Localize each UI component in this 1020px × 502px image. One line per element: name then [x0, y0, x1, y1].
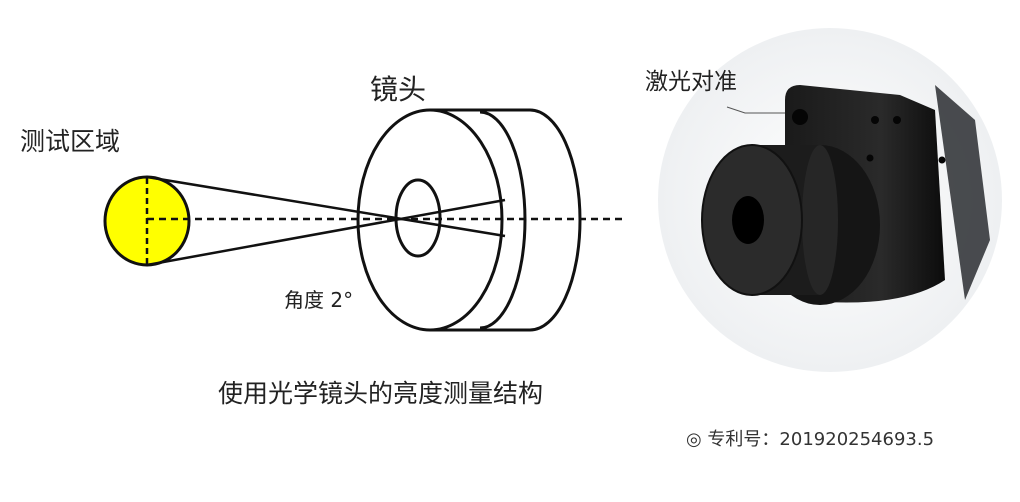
angle-label: 角度 2°	[284, 288, 354, 312]
lens-photo	[658, 28, 1002, 372]
laser-alignment-label: 激光对准	[645, 69, 737, 95]
lens-label: 镜头	[370, 73, 427, 106]
cone-line-bottom	[146, 198, 506, 267]
test-area-label: 测试区域	[20, 127, 121, 156]
caption: 使用光学镜头的亮度测量结构	[218, 379, 544, 408]
cone-line-top	[146, 175, 506, 238]
patent-number: ◎ 专利号：201920254693.5	[686, 429, 935, 450]
